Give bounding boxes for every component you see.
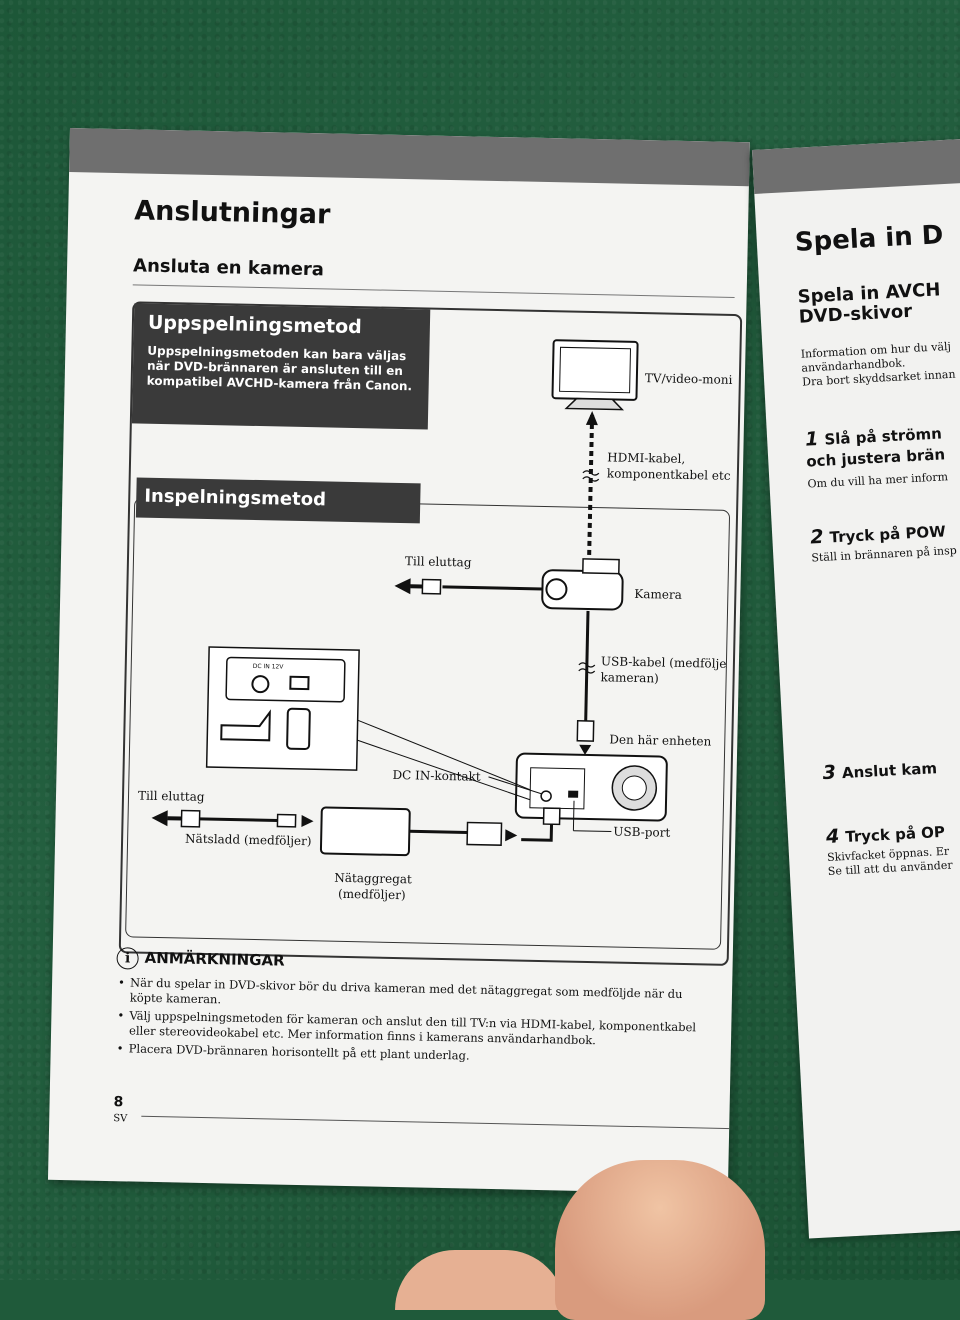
dc-in-12v-label: DC IN 12V (253, 663, 285, 671)
info-icon: i (116, 947, 139, 970)
step-1-description: Om du vill ha mer inform (807, 470, 949, 491)
section-subtitle: Ansluta en kamera (132, 255, 325, 281)
usb-label-1: USB-kabel (medföljer (601, 654, 733, 671)
right-page-title: Spela in D (794, 220, 945, 258)
hdmi-label-1: HDMI-kabel, (607, 450, 685, 466)
usb-port-pointer (572, 800, 575, 831)
subtitle-rule (132, 284, 735, 298)
tv-label: TV/video-monitor (645, 371, 734, 387)
den-har-enheten-label: Den här enheten (609, 732, 712, 748)
step-3-text: Anslut kam (841, 759, 938, 783)
dc-in-label: DC IN-kontakt (392, 768, 481, 784)
usb-arrow (579, 744, 592, 755)
dc-in-pointer (488, 776, 543, 795)
page-language: SV (113, 1113, 128, 1125)
manual-left-page: Anslutningar Ansluta en kamera Uppspelni… (47, 128, 750, 1195)
power-cord-top (394, 578, 543, 595)
hdmi-arrow (585, 410, 598, 426)
page-title: Anslutningar (133, 195, 331, 231)
usb-break-mark (578, 662, 596, 674)
ac-adapter-icon (319, 806, 561, 857)
natsladd-label: Nätsladd (medföljer) (185, 832, 312, 849)
step-4-text: Tryck på OP (844, 822, 946, 847)
inset-pointer-2 (357, 739, 531, 801)
camera-icon (541, 558, 624, 611)
notes-list: När du spelar in DVD-skivor bör du driva… (115, 975, 717, 1072)
usb-port-pointer-h (573, 830, 612, 832)
kamera-label: Kamera (634, 587, 682, 602)
power-cord-bottom (151, 809, 314, 828)
step-1-text: Slå på strömn och justera brän (805, 424, 946, 471)
step-4-description: Skivfacket öppnas. Er Se till att du anv… (826, 844, 953, 879)
connector-detail-inset (205, 646, 360, 771)
usb-label-2: kameran) (600, 670, 658, 685)
hdmi-break-mark (582, 470, 600, 482)
nataggregat-label-1: Nätaggregat (334, 871, 412, 887)
connection-diagram: TV/video-monitor HDMI-kabel, komponentka… (138, 339, 734, 902)
notes-heading-text: ANMÄRKNINGAR (144, 948, 285, 970)
inset-pointer-1 (357, 719, 531, 791)
page-number: 8 (113, 1094, 124, 1111)
usb-plug (576, 719, 595, 742)
hdmi-label-2: komponentkabel etc. (607, 466, 734, 483)
usb-port-label: USB-port (613, 825, 670, 840)
usb-cable-line (584, 610, 590, 725)
tv-monitor-icon (551, 339, 639, 411)
hdmi-cable-line (586, 414, 595, 574)
footer-rule (141, 1115, 732, 1130)
till-eluttag-bottom-label: Till eluttag (138, 789, 205, 804)
dvd-burner-unit (514, 752, 668, 822)
till-eluttag-top-label: Till eluttag (405, 554, 472, 569)
thumb (555, 1160, 765, 1320)
right-page-intro: Information om hur du välj användarhandb… (800, 339, 956, 389)
step-2-text: Tryck på POW (829, 522, 947, 547)
nataggregat-label-2: (medföljer) (338, 887, 406, 902)
right-page-subtitle: Spela in AVCH DVD-skivor (797, 279, 941, 328)
